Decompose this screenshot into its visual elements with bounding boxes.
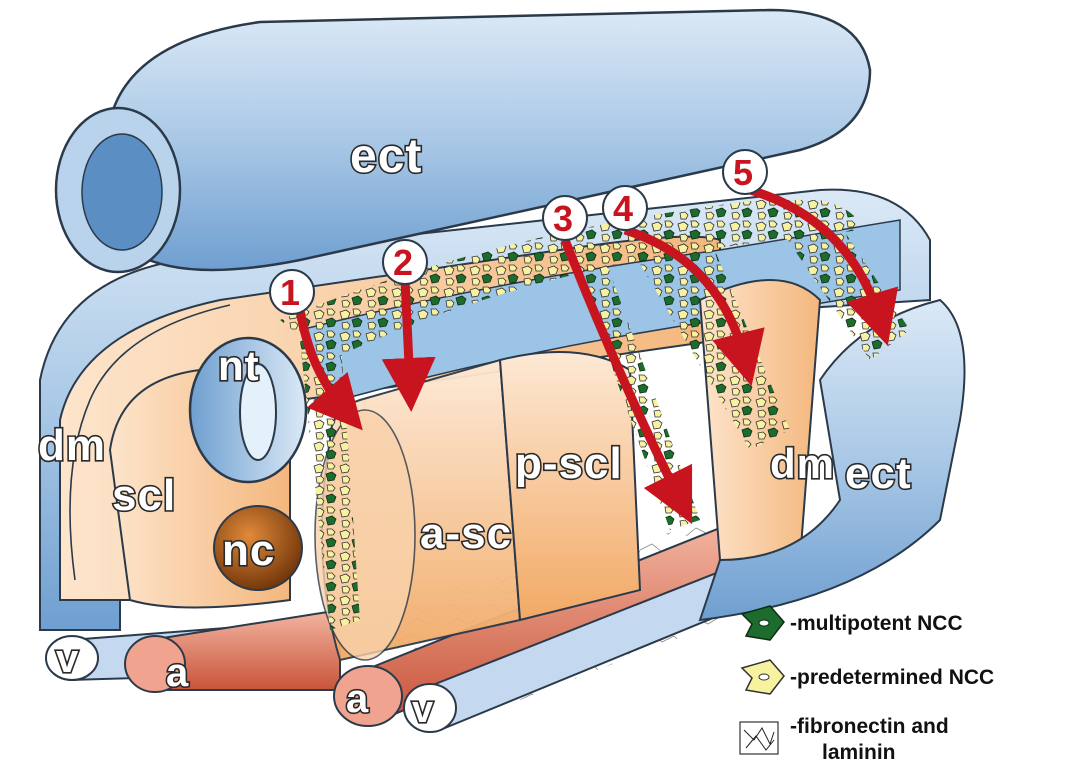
- label-a-scl: a-scl: [420, 509, 525, 558]
- step-badge-2: 2: [383, 240, 427, 284]
- label-dm-right: dm: [770, 440, 835, 487]
- legend-fibronectin-line1: -fibronectin and: [790, 715, 949, 738]
- step-number-2: 2: [393, 242, 413, 283]
- predetermined-ncc-icon: [742, 660, 784, 694]
- label-p-scl: p-scl: [515, 439, 623, 488]
- step-number-1: 1: [280, 272, 300, 313]
- label-scl: scl: [112, 471, 176, 520]
- legend: -multipotent NCC -predetermined NCC -fib…: [740, 606, 994, 764]
- label-ect-top: ect: [350, 130, 422, 183]
- step-badge-1: 1: [270, 270, 314, 314]
- label-a-left: a: [166, 651, 189, 695]
- step-badge-3: 3: [543, 196, 587, 240]
- step-number-4: 4: [613, 188, 633, 229]
- label-dm-left: dm: [38, 421, 106, 470]
- ectoderm-tube-inner: [82, 134, 162, 250]
- legend-multipotent: -multipotent NCC: [790, 612, 963, 635]
- step-badge-5: 5: [723, 150, 767, 194]
- label-a-front: a: [346, 677, 369, 721]
- label-nt: nt: [218, 342, 260, 389]
- legend-predetermined: -predetermined NCC: [790, 666, 994, 689]
- step-number-3: 3: [553, 198, 573, 239]
- label-nc: nc: [222, 526, 275, 575]
- label-v-front: v: [412, 689, 434, 731]
- step-number-5: 5: [733, 152, 753, 193]
- label-v-left: v: [56, 637, 79, 681]
- legend-fibronectin-line2: laminin: [822, 741, 896, 764]
- arrow-path-2: [405, 280, 410, 385]
- step-badge-4: 4: [603, 186, 647, 230]
- label-ect-right: ect: [845, 449, 912, 498]
- fibronectin-laminin-icon: [740, 722, 778, 754]
